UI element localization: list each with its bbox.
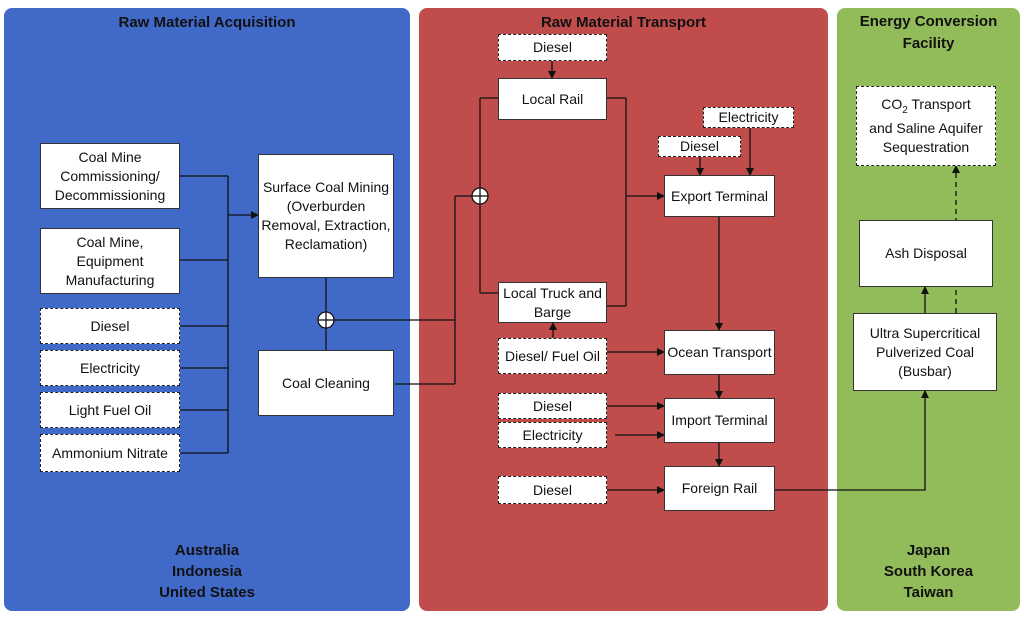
- region-indonesia: Indonesia: [171, 563, 242, 580]
- transport-panel-title: Raw Material Transport: [540, 14, 707, 31]
- ash-disposal-box: Ash Disposal: [859, 220, 993, 287]
- region-south-korea: South Korea: [883, 563, 974, 580]
- light-fuel-oil-box: Light Fuel Oil: [40, 392, 180, 428]
- acquisition-diesel-box: Diesel: [40, 308, 180, 344]
- region-australia: Australia: [174, 542, 240, 559]
- region-taiwan: Taiwan: [903, 584, 954, 601]
- local-rail-diesel-box: Diesel: [498, 34, 607, 61]
- import-terminal-box: Import Terminal: [664, 398, 775, 443]
- export-electricity-box: Electricity: [703, 107, 794, 128]
- foreign-rail-diesel-box: Diesel: [498, 476, 607, 504]
- region-united-states: United States: [159, 584, 255, 601]
- surface-coal-mining-box: Surface Coal Mining (Overburden Removal,…: [258, 154, 394, 278]
- import-diesel-box: Diesel: [498, 393, 607, 419]
- acquisition-regions: Australia Indonesia United States: [4, 540, 410, 603]
- junction-circle-transport: [471, 187, 489, 205]
- ultra-supercritical-pc-box: Ultra Supercritical Pulverized Coal (Bus…: [853, 313, 997, 391]
- foreign-rail-box: Foreign Rail: [664, 466, 775, 511]
- co2-sequestration-box: CO2 Transport and Saline Aquifer Sequest…: [856, 86, 996, 166]
- junction-circle-acquisition: [317, 311, 335, 329]
- export-diesel-box: Diesel: [658, 136, 741, 157]
- coal-cleaning-box: Coal Cleaning: [258, 350, 394, 416]
- ammonium-nitrate-box: Ammonium Nitrate: [40, 434, 180, 472]
- acquisition-panel-title: Raw Material Acquisition: [118, 14, 296, 31]
- diesel-fuel-oil-box: Diesel/ Fuel Oil: [498, 338, 607, 374]
- conversion-panel-title: Energy Conversion Facility: [859, 13, 998, 52]
- import-electricity-box: Electricity: [498, 422, 607, 448]
- coal-mine-commissioning-box: Coal Mine Commissioning/ Decommissioning: [40, 143, 180, 209]
- region-japan: Japan: [906, 542, 951, 559]
- acquisition-electricity-box: Electricity: [40, 350, 180, 386]
- ocean-transport-box: Ocean Transport: [664, 330, 775, 375]
- local-truck-barge-box: Local Truck and Barge: [498, 282, 607, 323]
- local-rail-box: Local Rail: [498, 78, 607, 120]
- coal-mine-equipment-box: Coal Mine, Equipment Manufacturing: [40, 228, 180, 294]
- conversion-regions: Japan South Korea Taiwan: [837, 540, 1020, 603]
- export-terminal-box: Export Terminal: [664, 175, 775, 217]
